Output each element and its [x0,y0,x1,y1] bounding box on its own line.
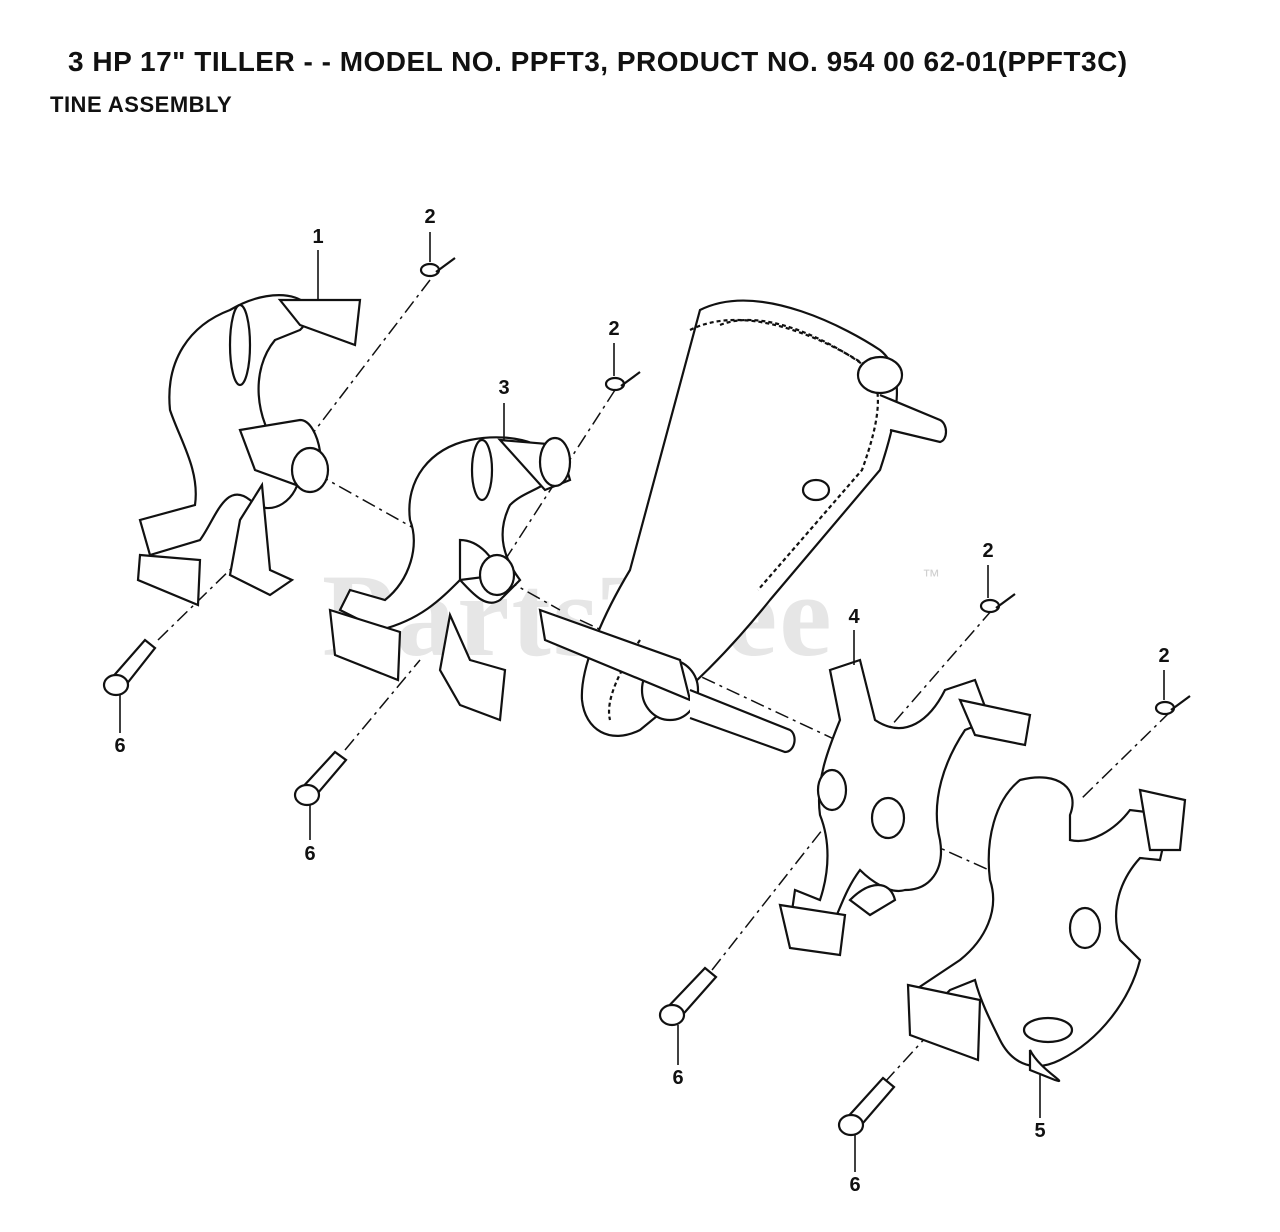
callout-3: 3 [498,377,510,399]
gearbox-housing[interactable] [538,299,948,754]
tine-part-4[interactable] [778,658,1032,957]
diagram-title: 3 HP 17" TILLER - - MODEL NO. PPFT3, PRO… [68,46,1128,77]
callout-5: 5 [1034,1120,1046,1142]
hairpin-clip-2a[interactable] [419,257,456,278]
callout-6a: 6 [114,735,126,757]
hairpin-clip-2c[interactable] [979,593,1016,614]
callout-4: 4 [848,606,860,628]
tine-part-5[interactable] [906,776,1187,1083]
callout-2b: 2 [608,318,620,340]
clevis-pin-6c[interactable] [658,966,718,1027]
hairpin-clip-2b[interactable] [604,371,641,392]
diagram-subtitle: TINE ASSEMBLY [50,92,233,117]
tine-part-3[interactable] [328,436,572,722]
callout-leaders [119,232,1165,1172]
tine-part-1[interactable] [136,294,362,607]
callout-2d: 2 [1158,645,1170,667]
callout-6b: 6 [304,843,316,865]
callout-2c: 2 [982,540,994,562]
clevis-pin-6d[interactable] [837,1076,896,1137]
callout-2a: 2 [424,206,436,228]
callout-6c: 6 [672,1067,684,1089]
callout-1: 1 [312,226,324,248]
clevis-pin-6b[interactable] [293,750,348,807]
clevis-pin-6a[interactable] [102,638,157,697]
callout-6d: 6 [849,1174,861,1196]
hairpin-clip-2d[interactable] [1154,695,1191,716]
trademark-symbol: ™ [922,566,940,586]
